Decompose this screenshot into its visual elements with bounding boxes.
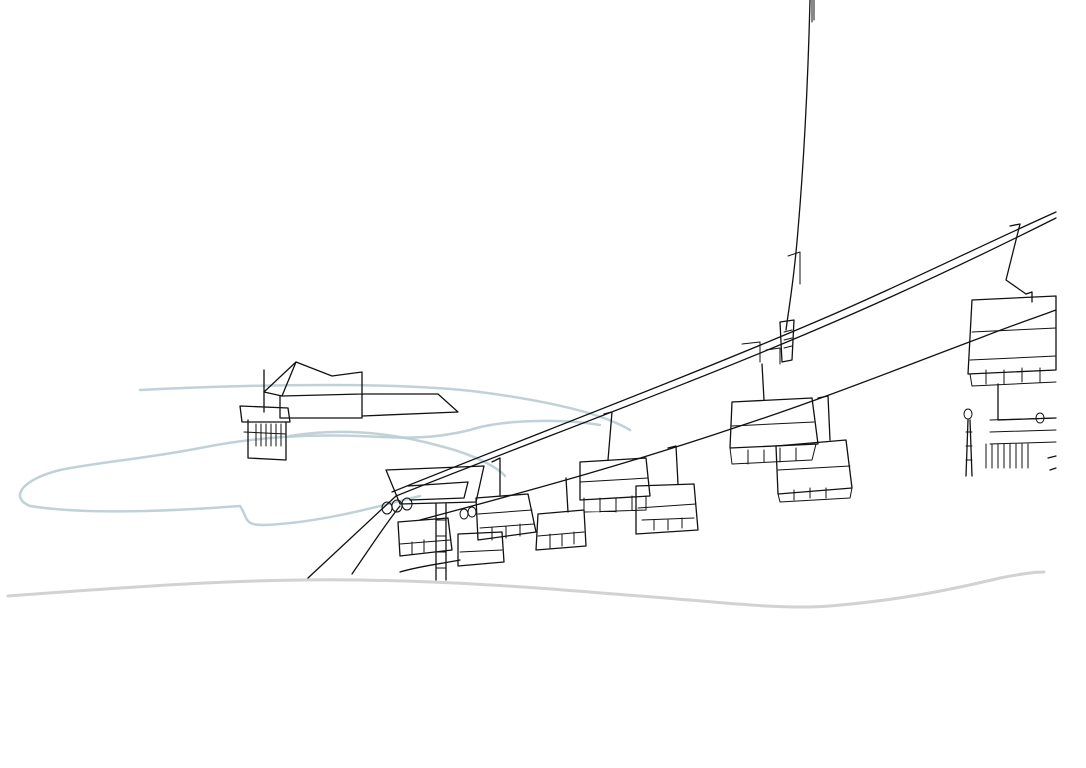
lift-cables [391,211,1057,521]
chair-3 [457,531,505,567]
chair-6 [635,445,699,535]
chair-5 [579,411,651,513]
mountain-lodge [239,361,459,461]
chair-1 [397,517,453,557]
chair-8 [775,439,853,503]
chair-4 [535,477,587,551]
snow-slope-inner [288,430,507,478]
distant-lift-pole [741,0,815,365]
lift-tower-right [963,408,1057,477]
chair-9 [967,223,1057,469]
chair-2 [475,457,537,541]
ground-line [6,570,1046,609]
lift-station [307,465,485,581]
chair-7 [729,363,831,465]
snow-slope-outline [18,383,632,527]
